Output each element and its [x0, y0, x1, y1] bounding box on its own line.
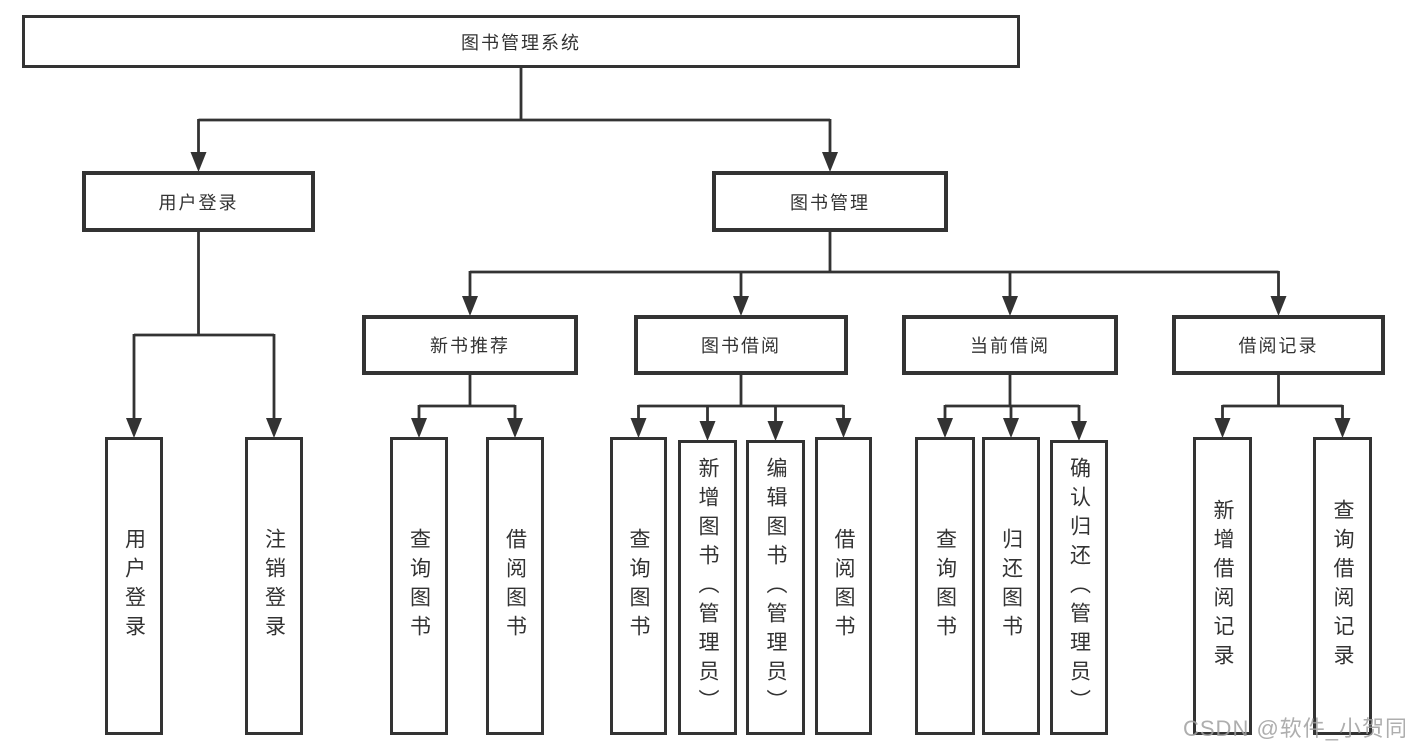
- arrowhead-icon: [937, 418, 953, 438]
- node-root: 图书管理系统: [22, 15, 1020, 68]
- arrowhead-icon: [733, 296, 749, 316]
- node-confirm-return: 确认归还（管理员）: [1050, 440, 1108, 735]
- node-query-book-3: 查询图书: [915, 437, 975, 735]
- arrowhead-icon: [835, 418, 852, 438]
- arrowhead-icon: [630, 418, 647, 438]
- node-borrow-book-1: 借阅图书: [486, 437, 544, 735]
- arrowhead-icon: [699, 421, 716, 441]
- arrowhead-icon: [822, 152, 838, 172]
- node-borrow-book-2: 借阅图书: [815, 437, 872, 735]
- node-edit-book: 编辑图书（管理员）: [746, 440, 805, 735]
- arrowhead-icon: [1334, 418, 1351, 438]
- node-user-login-group: 用户登录: [82, 171, 315, 232]
- arrowhead-icon: [126, 418, 142, 438]
- node-current-borrow: 当前借阅: [902, 315, 1118, 375]
- arrowhead-icon: [190, 152, 207, 172]
- node-new-book-recommend: 新书推荐: [362, 315, 578, 375]
- node-borrow-records: 借阅记录: [1172, 315, 1385, 375]
- node-query-book-2: 查询图书: [610, 437, 667, 735]
- node-return-book: 归还图书: [982, 437, 1040, 735]
- node-add-borrow-record: 新增借阅记录: [1193, 437, 1252, 735]
- node-logout: 注销登录: [245, 437, 303, 735]
- arrowhead-icon: [1002, 296, 1018, 316]
- arrowhead-icon: [411, 418, 427, 438]
- arrowhead-icon: [266, 418, 282, 438]
- node-user-login: 用户登录: [105, 437, 163, 735]
- arrowhead-icon: [507, 418, 523, 438]
- node-query-borrow-record: 查询借阅记录: [1313, 437, 1372, 735]
- node-book-borrow: 图书借阅: [634, 315, 848, 375]
- node-query-book-1: 查询图书: [390, 437, 448, 735]
- arrowhead-icon: [1071, 421, 1087, 441]
- arrowhead-icon: [1214, 418, 1231, 438]
- arrowhead-icon: [767, 421, 784, 441]
- node-add-book: 新增图书（管理员）: [678, 440, 737, 735]
- arrowhead-icon: [462, 296, 478, 316]
- arrowhead-icon: [1003, 418, 1019, 438]
- arrowhead-icon: [1270, 296, 1287, 316]
- node-book-management: 图书管理: [712, 171, 948, 232]
